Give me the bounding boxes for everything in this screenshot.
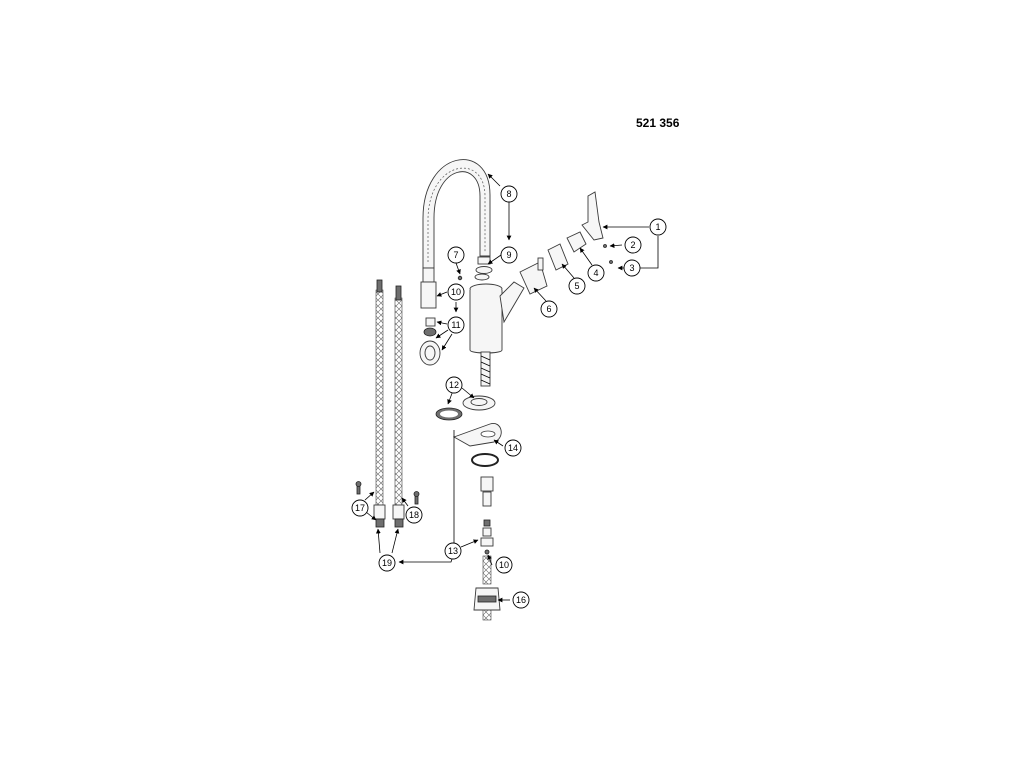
spout-hose — [422, 159, 491, 269]
callout-number: 16 — [516, 595, 526, 605]
part-number-code: 521 356 — [636, 116, 680, 130]
callout-bubble — [512, 591, 530, 609]
callout-number: 10 — [451, 287, 461, 297]
callout-number: 8 — [506, 189, 511, 199]
callout-6: 6 — [540, 300, 558, 318]
callout-18: 18 — [405, 506, 423, 524]
callout-1: 1 — [649, 218, 667, 236]
callout-4: 4 — [587, 264, 605, 282]
callout-13: 13 — [444, 542, 462, 560]
callout-5: 5 — [568, 277, 586, 295]
callout-bubble — [500, 185, 518, 203]
callout-bubble — [378, 554, 396, 572]
callout-bubble — [500, 246, 518, 264]
callout-bubble — [649, 218, 667, 236]
base-rings-and-plate — [435, 395, 502, 467]
callout-number: 1 — [655, 222, 660, 232]
callout-number: 19 — [382, 558, 392, 568]
callout-bubble — [447, 246, 465, 264]
callout-8: 8 — [500, 185, 518, 203]
callout-number: 5 — [574, 281, 579, 291]
callout-bubble — [587, 264, 605, 282]
callout-17: 17 — [351, 499, 369, 517]
callout-12: 12 — [445, 376, 463, 394]
callout-10: 10 — [495, 556, 513, 574]
callout-bubble — [568, 277, 586, 295]
callout-bubble — [444, 542, 462, 560]
callout-number: 9 — [506, 250, 511, 260]
callout-number: 7 — [453, 250, 458, 260]
callout-bubble — [504, 439, 522, 457]
callout-bubble — [624, 236, 642, 254]
callout-number: 12 — [449, 380, 459, 390]
callout-number: 13 — [448, 546, 458, 556]
callout-number: 4 — [593, 268, 598, 278]
callout-bubble — [405, 506, 423, 524]
callout-19: 19 — [378, 554, 396, 572]
callout-number: 2 — [630, 240, 635, 250]
mixer-body — [469, 281, 525, 387]
callout-bubble — [447, 316, 465, 334]
leader-lines — [364, 173, 659, 603]
supply-hoses — [355, 279, 420, 528]
callout-number: 11 — [451, 320, 460, 330]
callout-bubble — [623, 259, 641, 277]
lower-fittings — [473, 476, 501, 621]
callout-number: 3 — [629, 263, 634, 273]
callout-14: 14 — [504, 439, 522, 457]
callout-7: 7 — [447, 246, 465, 264]
callout-2: 2 — [624, 236, 642, 254]
callout-number: 14 — [508, 443, 518, 453]
spout-fittings — [419, 256, 493, 366]
callout-number: 17 — [355, 503, 365, 513]
callout-10: 10 — [447, 283, 465, 301]
callout-bubble — [447, 283, 465, 301]
callout-bubble — [445, 376, 463, 394]
callout-3: 3 — [623, 259, 641, 277]
callout-bubble — [540, 300, 558, 318]
callout-9: 9 — [500, 246, 518, 264]
callout-number: 18 — [409, 510, 419, 520]
lever-and-cartridge — [519, 191, 613, 295]
callout-11: 11 — [447, 316, 465, 334]
callout-bubble — [351, 499, 369, 517]
callout-number: 6 — [546, 304, 551, 314]
callout-bubble — [495, 556, 513, 574]
callout-16: 16 — [512, 591, 530, 609]
callout-number: 10 — [499, 560, 509, 570]
